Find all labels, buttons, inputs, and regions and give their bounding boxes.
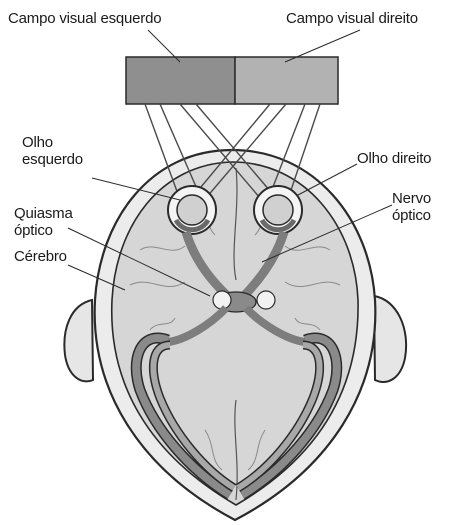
right-eye-label: Olho direito xyxy=(357,150,431,167)
optic-nerve-label-line2: óptico xyxy=(392,207,431,224)
chiasm-left-node xyxy=(213,291,231,309)
right-ear xyxy=(374,296,406,382)
chiasm-right-node xyxy=(257,291,275,309)
right-visual-field xyxy=(235,57,338,104)
optic-chiasm-label-line2: óptico xyxy=(14,222,53,239)
left-eye-label-line2: esquerdo xyxy=(22,151,83,168)
optic-chiasm-label-line1: Quiasma xyxy=(14,205,73,222)
left-ear xyxy=(64,300,93,381)
left-visual-field-label: Campo visual esquerdo xyxy=(8,10,161,27)
brain-label: Cérebro xyxy=(14,248,67,265)
left-eye xyxy=(168,186,216,234)
left-visual-field xyxy=(126,57,235,104)
optic-nerve-label-line1: Nervo xyxy=(392,190,431,207)
right-eye xyxy=(254,186,302,234)
left-eye-label-line1: Olho xyxy=(22,134,53,151)
right-visual-field-label: Campo visual direito xyxy=(286,10,418,27)
